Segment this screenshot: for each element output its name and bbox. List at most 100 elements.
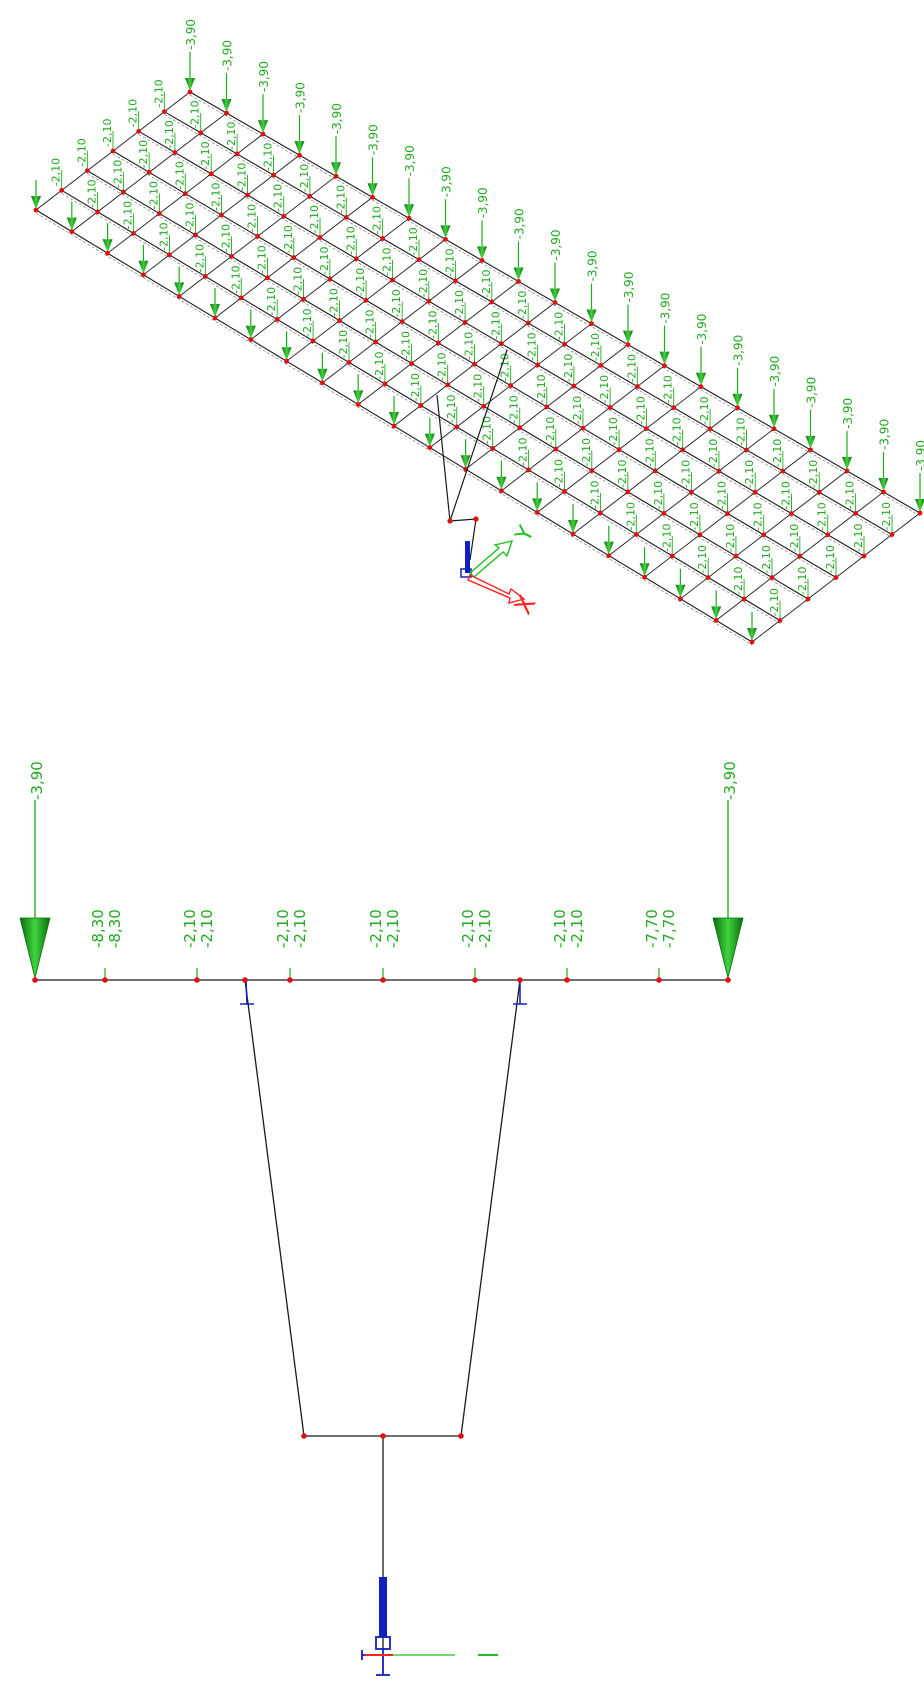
deck-point-load: -2,10: [344, 226, 357, 259]
deck-point-load: -2,10: [173, 161, 186, 194]
node-marker: [167, 252, 172, 258]
load-value-label: -2,10: [111, 160, 124, 188]
edge-load-front: [245, 309, 256, 339]
load-value-label: -2,10: [407, 227, 420, 255]
load-arrow-icon: [245, 325, 256, 339]
node-marker: [443, 236, 448, 242]
node-marker: [391, 423, 397, 429]
node-marker: [725, 977, 731, 983]
node-marker: [564, 977, 570, 983]
load-arrow-icon: [353, 390, 364, 404]
node-marker: [616, 447, 622, 452]
load-value-label: -2,10: [199, 141, 212, 169]
load-arrow-icon: [842, 456, 852, 470]
node-marker: [333, 173, 339, 179]
deck-point-load: -2,10: [771, 439, 784, 472]
load-value-label: -2,10: [517, 437, 530, 465]
load-value-label: -2,10: [807, 460, 820, 488]
load-arrow-icon: [639, 563, 650, 577]
load-value-label: -2,10: [272, 184, 285, 212]
deck-point-load: -2,10: [716, 481, 729, 514]
deck-point-load: -2,10: [660, 524, 673, 556]
node-marker: [426, 298, 432, 304]
deck-point-load: -2,10: [219, 224, 232, 257]
load-value-label: -2,10: [544, 417, 557, 445]
load-value-label: -7,70: [660, 909, 678, 948]
load-value-label: -2,10: [344, 226, 357, 254]
deck-loads: -3,90-3,90-3,90-3,90-3,90-3,90-3,90-3,90…: [31, 19, 924, 641]
point-load-group: -2,10-2,10: [551, 909, 586, 980]
load-value-label: -2,10: [292, 267, 305, 295]
edge-load-front: [532, 482, 543, 512]
load-arrow-icon: [210, 304, 220, 317]
node-marker: [735, 405, 740, 411]
deck-point-load: -2,10: [880, 502, 893, 535]
node-marker: [707, 426, 713, 432]
load-value-label: -2,10: [86, 179, 99, 207]
load-arrow-icon: [568, 520, 578, 533]
node-marker: [161, 109, 167, 115]
deck-point-load: -2,10: [256, 245, 269, 278]
load-arrow-icon: [586, 309, 597, 323]
load-arrow-icon: [532, 498, 543, 512]
node-marker: [363, 297, 369, 303]
end-load-right: -3,90: [712, 761, 744, 979]
node-marker: [406, 215, 412, 221]
node-marker: [370, 194, 375, 200]
end-load-label: -3,90: [28, 761, 46, 800]
node-marker: [110, 148, 116, 154]
deck-point-load: -2,10: [50, 158, 63, 191]
node-marker: [373, 339, 378, 345]
deck-point-load: -2,10: [499, 353, 512, 386]
load-value-label: -8,30: [89, 909, 107, 948]
deck-point-load: -2,10: [698, 396, 711, 429]
deck-point-load: -2,10: [101, 119, 114, 151]
node-marker: [202, 273, 208, 279]
edge-load-front: [675, 568, 686, 598]
load-value-label: -2,10: [101, 119, 114, 147]
load-value-label: -2,10: [816, 502, 829, 530]
load-value-label: -2,10: [562, 354, 575, 382]
node-marker: [633, 532, 639, 537]
load-value-label: -2,10: [381, 247, 394, 275]
edge-load-front: [102, 223, 113, 253]
node-marker: [454, 424, 460, 430]
node-marker: [198, 130, 204, 136]
load-value-label: -2,10: [229, 265, 242, 293]
load-value-label: -2,10: [571, 396, 584, 424]
edge-load-back: -3,90: [184, 19, 198, 91]
deck-point-load: -2,10: [364, 310, 377, 342]
deck-point-load: -2,10: [298, 164, 311, 197]
deck-point-load: -2,10: [246, 204, 259, 237]
deck-point-load: -2,10: [373, 351, 386, 384]
load-value-label: -2,10: [880, 502, 893, 530]
load-value-label: -2,10: [551, 909, 569, 948]
edge-load-back: -3,90: [257, 61, 271, 134]
edge-load-back: -3,90: [768, 356, 782, 428]
deck-point-load: -2,10: [526, 332, 539, 365]
deck-point-load: -2,10: [588, 480, 601, 513]
node-marker: [741, 596, 747, 602]
load-value-label: -2,10: [219, 224, 232, 252]
deck-point-load: -2,10: [489, 311, 502, 344]
node-marker: [380, 977, 386, 983]
load-value-label: -2,10: [607, 417, 620, 445]
node-marker: [427, 445, 433, 450]
node-marker: [59, 187, 65, 193]
edge-load-back: -3,90: [695, 314, 709, 386]
node-marker: [844, 468, 850, 474]
load-value-label: -2,10: [516, 291, 529, 319]
point-load-group: -7,70-7,70: [643, 909, 678, 980]
load-value-label: -2,10: [662, 375, 675, 403]
deck-point-load: -2,10: [436, 352, 449, 385]
load-value-label: -2,10: [367, 909, 385, 948]
load-value-label: -2,10: [318, 246, 331, 274]
node-marker: [499, 488, 504, 494]
node-marker: [453, 278, 458, 284]
node-marker: [353, 256, 359, 262]
load-arrow-icon: [623, 330, 633, 344]
node-marker: [853, 510, 859, 516]
load-arrow-icon: [878, 477, 889, 491]
deck-point-load: -2,10: [643, 438, 656, 471]
